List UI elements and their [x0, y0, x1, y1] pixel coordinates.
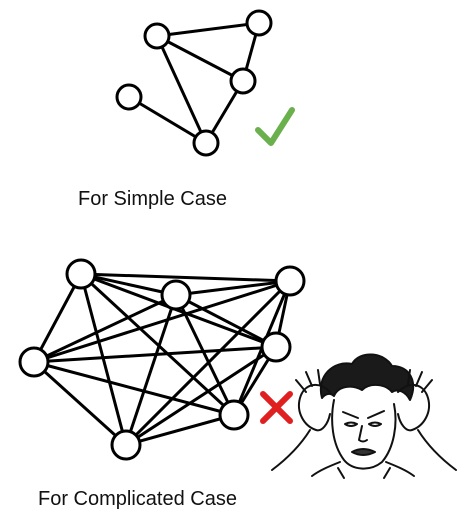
confused-face-meme-icon	[271, 353, 457, 479]
complex-node-p7	[110, 429, 142, 461]
complex-edge-p5-p7	[125, 345, 277, 447]
complex-edge-p4-p5	[33, 345, 277, 364]
simple-edge-a-e	[155, 35, 208, 144]
complex-edge-p4-p6	[33, 360, 235, 417]
simple-case-caption: For Simple Case	[78, 188, 227, 210]
simple-edge-d-e	[128, 95, 207, 145]
simple-node-e	[192, 129, 220, 157]
complex-node-p3	[274, 265, 306, 297]
complex-graph-nodes	[18, 258, 306, 461]
complex-edge-p2-p7	[124, 294, 178, 446]
complex-edge-p1-p5	[80, 272, 277, 349]
complex-edge-p1-p7	[79, 273, 128, 446]
complex-edge-p3-p7	[124, 279, 292, 447]
complex-edge-p1-p2	[80, 272, 177, 297]
complex-node-p6	[218, 399, 250, 431]
simple-node-d	[115, 83, 143, 111]
complex-edge-p2-p3	[175, 279, 291, 297]
complex-edge-p4-p7	[32, 360, 128, 447]
simple-node-b	[245, 9, 273, 37]
simple-node-a	[143, 22, 171, 50]
complex-edge-p1-p4	[32, 273, 83, 363]
check-mark-icon	[255, 107, 295, 146]
simple-node-c	[229, 67, 257, 95]
complex-edge-p6-p7	[125, 413, 235, 447]
complex-node-p5	[260, 331, 292, 363]
simple-graph-nodes	[115, 9, 273, 157]
complex-graph-edges	[32, 272, 292, 447]
cross-mark-icon	[260, 391, 293, 424]
complex-edge-p2-p5	[175, 293, 277, 349]
simple-edge-a-c	[156, 34, 244, 83]
complex-node-p1	[65, 258, 97, 290]
complex-edge-p3-p4	[33, 279, 291, 364]
complex-edge-p1-p3	[80, 272, 291, 283]
complex-edge-p2-p4	[33, 293, 177, 364]
complex-node-p2	[160, 279, 192, 311]
complicated-case-caption: For Complicated Case	[38, 488, 237, 510]
simple-edge-a-b	[156, 21, 260, 38]
complex-node-p4	[18, 346, 50, 378]
